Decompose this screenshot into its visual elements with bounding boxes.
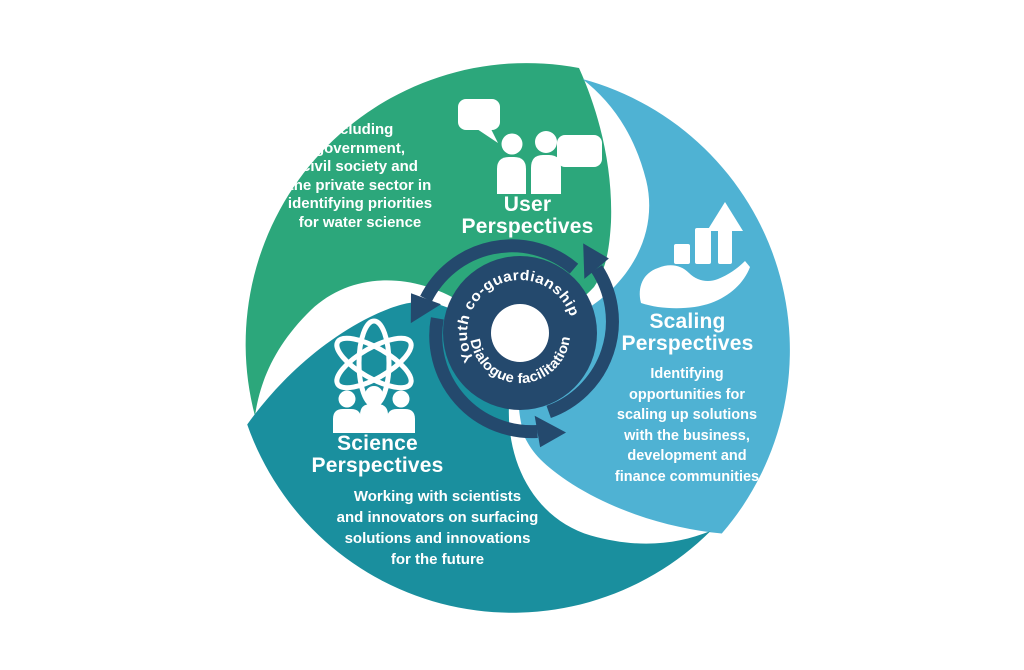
- desc-line: scaling up solutions: [616, 407, 758, 423]
- person-head: [501, 133, 523, 155]
- rotation-arrow: [410, 239, 579, 324]
- person-shoulders: [360, 404, 388, 433]
- desc-line: civil society and: [302, 158, 418, 175]
- hand-holding-growth-chart-icon: [639, 202, 750, 309]
- speech-bubble-left: [458, 99, 500, 130]
- science-description: Working with scientists and innovators o…: [325, 486, 550, 570]
- rotation-arrows: [410, 239, 619, 448]
- desc-line: finance communities: [614, 468, 760, 485]
- user-description: Including government, civil society and …: [240, 121, 480, 232]
- speech-bubble-left-tail: [474, 127, 498, 143]
- desc-line: Including: [326, 121, 394, 138]
- center-hub: Youth co-guardianship Dialogue facilitat…: [443, 256, 597, 410]
- speech-bubble-right-tail: [543, 158, 560, 172]
- science-lobe: [247, 301, 711, 613]
- science-perspectives-title: Science Perspectives: [311, 432, 444, 477]
- speech-bubble-right: [557, 135, 602, 167]
- scaling-description: Identifying opportunities for scaling up…: [578, 364, 796, 487]
- desc-line: for water science: [298, 213, 422, 231]
- person-head: [392, 390, 410, 408]
- people-with-speech-bubbles-icon: [458, 99, 602, 194]
- person-shoulders: [333, 409, 361, 433]
- person-body: [497, 157, 526, 194]
- growth-arrow-head: [707, 202, 743, 231]
- person-head: [338, 390, 356, 408]
- chart-bar-small: [674, 244, 690, 264]
- growth-arrow-shaft: [718, 228, 732, 264]
- person-shoulders: [387, 409, 415, 433]
- desc-line: Working with scientists: [353, 488, 522, 505]
- atom-orbit: [334, 335, 414, 391]
- desc-line: government,: [314, 139, 405, 157]
- desc-line: identifying priorities: [287, 195, 433, 212]
- rotation-arrow: [546, 243, 619, 419]
- desc-line: the private sector in: [288, 176, 432, 194]
- atom-with-people-icon: [333, 318, 415, 433]
- user-perspectives-title: User Perspectives: [461, 193, 594, 238]
- desc-line: and innovators on surfacing: [336, 509, 539, 526]
- desc-line: solutions and innovations: [344, 530, 531, 547]
- desc-line: for the future: [390, 551, 485, 568]
- user-lobe: [245, 63, 612, 416]
- person-head: [535, 131, 557, 153]
- desc-line: opportunities for: [629, 386, 745, 403]
- scaling-perspectives-title: Scaling Perspectives: [621, 310, 754, 355]
- rotation-arrow: [429, 317, 567, 448]
- hub-hole: [491, 304, 549, 362]
- chart-bar-tall: [695, 228, 711, 264]
- desc-line: Identifying: [650, 366, 724, 382]
- person-head: [365, 386, 383, 404]
- desc-line: development and: [627, 448, 747, 464]
- open-hand: [639, 261, 750, 309]
- atom-orbit: [334, 335, 414, 391]
- desc-line: with the business,: [624, 427, 750, 444]
